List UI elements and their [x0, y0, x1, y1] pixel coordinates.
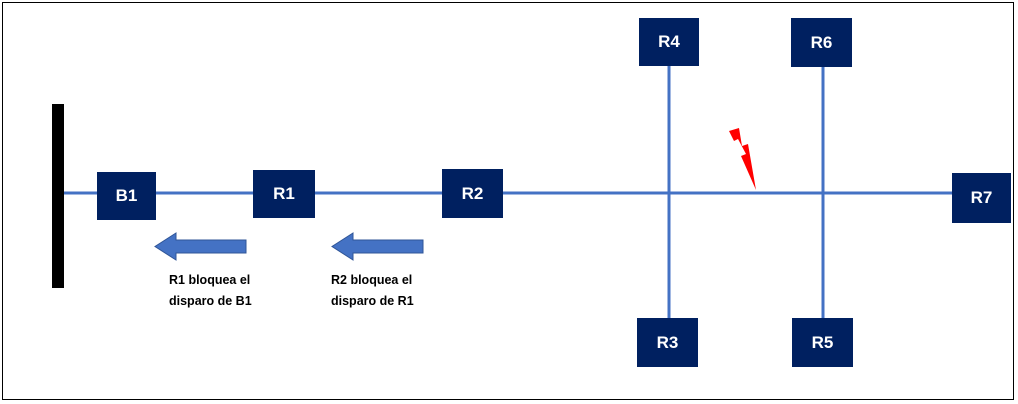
- bus-bar: [52, 104, 64, 288]
- r2-block-caption: R2 bloquea el disparo de R1: [331, 270, 414, 312]
- node-r7-label: R7: [970, 188, 993, 207]
- r1-block-caption: R1 bloquea el disparo de B1: [169, 270, 252, 312]
- node-r7: R7: [952, 173, 1011, 223]
- node-r4: R4: [639, 18, 699, 66]
- r1-block-caption-line1: R1 bloquea el: [169, 273, 251, 287]
- node-r4-label: R4: [658, 32, 680, 51]
- node-r5-label: R5: [811, 332, 834, 352]
- node-r1-label: R1: [273, 184, 295, 203]
- r2-block-caption-line2: disparo de R1: [331, 294, 414, 308]
- left-arrow-icon: [331, 232, 424, 261]
- node-r1: R1: [253, 170, 315, 218]
- node-r6-label: R6: [810, 32, 833, 52]
- node-r3: R3: [637, 318, 698, 367]
- left-arrow-icon: [154, 232, 247, 261]
- r2-block-caption-line1: R2 bloquea el: [331, 273, 413, 287]
- node-b1: B1: [97, 172, 156, 220]
- node-r5: R5: [792, 318, 853, 367]
- node-r3-label: R3: [656, 332, 679, 352]
- r1-block-caption-line2: disparo de B1: [169, 294, 252, 308]
- node-r2-label: R2: [461, 183, 484, 203]
- node-r6: R6: [791, 18, 852, 67]
- lightning-fault-icon: [729, 128, 756, 190]
- node-b1-label: B1: [115, 186, 138, 205]
- node-r2: R2: [442, 169, 503, 218]
